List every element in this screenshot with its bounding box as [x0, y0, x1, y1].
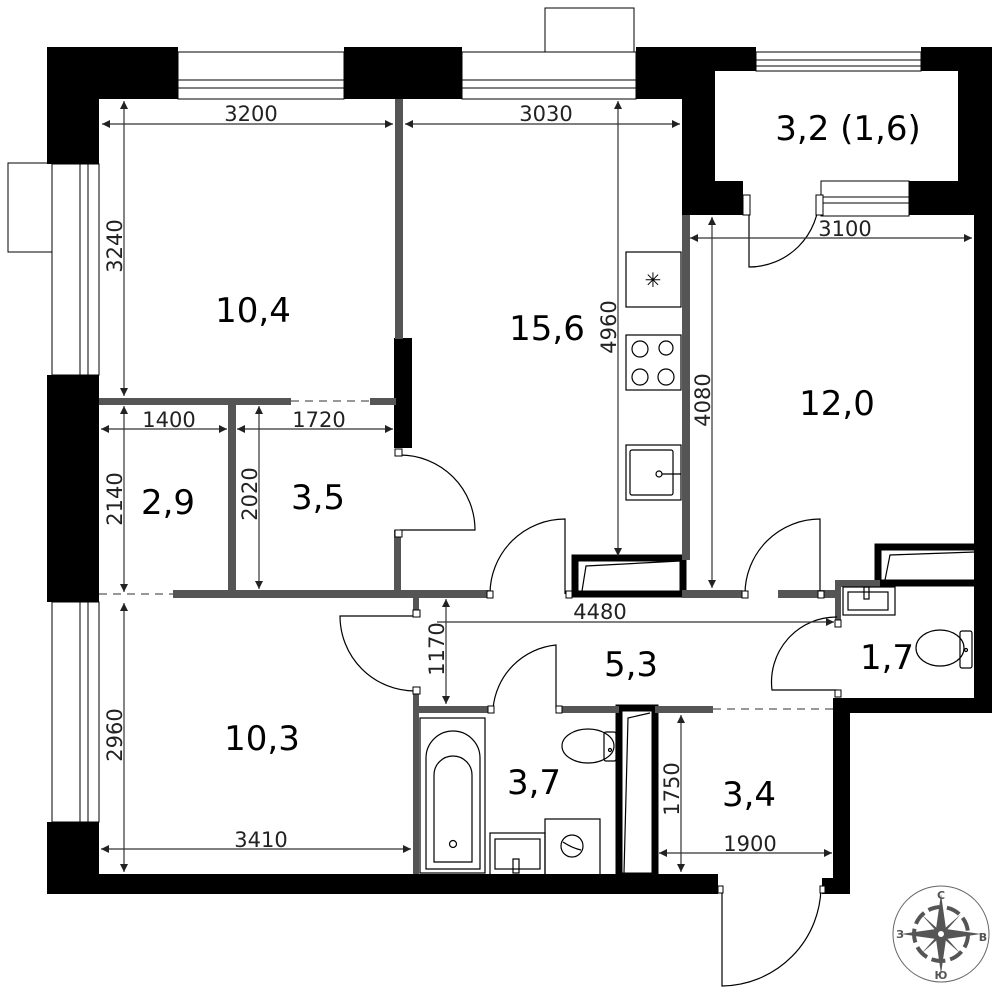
fridge-icon	[625, 251, 682, 308]
dim-kitchen-width: 3030	[519, 102, 572, 126]
room-area-corridor: 5,3	[604, 645, 658, 685]
compass-icon: С Ю З В	[892, 885, 990, 983]
dim-kitchen-depth: 4960	[597, 300, 621, 353]
closet-doors	[581, 551, 976, 874]
toilet-bath-icon	[561, 728, 617, 764]
bathroom-fixtures	[419, 717, 617, 876]
dim-bedroom1-depth: 3240	[103, 219, 127, 272]
room-area-bedroom-2: 12,0	[799, 384, 875, 424]
room-area-kitchen-living: 15,6	[509, 309, 585, 349]
dim-wardrobe-depth: 2020	[238, 467, 262, 520]
room-areas: 10,4 15,6 3,2 (1,6) 12,0 2,9 3,5 5,3 1,7…	[141, 109, 921, 815]
dim-storage-width: 1400	[142, 408, 195, 432]
zone-boundaries	[99, 400, 833, 710]
washbasin-icon	[489, 832, 546, 876]
room-area-toilet: 1,7	[860, 638, 914, 678]
toilet-room-fixtures	[842, 586, 973, 669]
room-area-loggia: 3,2 (1,6)	[775, 109, 920, 149]
dim-bedroom2-depth: 4080	[691, 373, 715, 426]
compass-west: З	[896, 928, 904, 941]
dim-wardrobe-width: 1720	[292, 408, 345, 432]
compass-east: В	[979, 931, 987, 944]
dim-corridor-length: 4480	[573, 600, 626, 624]
room-area-hall: 3,4	[722, 775, 776, 815]
room-area-wardrobe: 3,5	[291, 478, 345, 518]
kitchen-sink-icon	[625, 444, 682, 501]
partitions	[99, 99, 880, 874]
room-area-storage: 2,9	[141, 483, 195, 523]
dimension-labels: 3200 3030 3240 4960 3100 4080 1400 1720 …	[103, 102, 872, 856]
compass-south: Ю	[935, 969, 948, 982]
kitchen-fixtures: ✳	[625, 251, 682, 501]
outer-walls	[47, 47, 992, 894]
dim-bedroom2-width: 3100	[818, 217, 871, 241]
dim-hall-width: 1900	[723, 832, 776, 856]
dim-storage-depth: 2140	[103, 472, 127, 525]
dim-bedroom3-width: 3410	[234, 828, 287, 852]
dimension-lines	[101, 101, 972, 872]
room-area-bathroom: 3,7	[507, 763, 561, 803]
compass-north: С	[937, 889, 945, 902]
room-area-bedroom-3: 10,3	[224, 719, 300, 759]
small-sink-icon	[842, 586, 896, 616]
dim-bedroom3-depth: 2960	[103, 708, 127, 761]
toilet-icon	[915, 629, 973, 669]
bathtub-icon	[419, 717, 486, 874]
washing-machine-icon	[544, 818, 601, 876]
stove-icon	[625, 334, 682, 391]
doors	[339, 194, 842, 987]
dim-corridor-width: 1170	[425, 622, 449, 675]
room-area-bedroom-1: 10,4	[215, 291, 291, 331]
dim-hall-depth: 1750	[660, 762, 684, 815]
windows	[7, 7, 922, 823]
dim-bedroom1-width: 3200	[224, 102, 277, 126]
fridge-symbol: ✳	[645, 268, 662, 292]
